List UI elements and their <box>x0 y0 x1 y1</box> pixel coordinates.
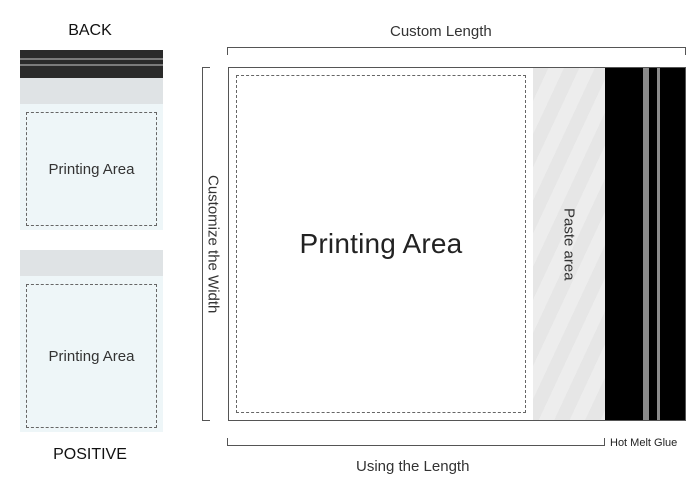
main-printing-area: Printing Area <box>236 75 526 413</box>
glue-stripe <box>657 68 660 420</box>
width-tick-top <box>202 67 210 68</box>
custom-length-tick-right <box>685 47 686 55</box>
hot-melt-glue-strip <box>605 68 685 420</box>
positive-top-band <box>20 250 163 276</box>
custom-length-bracket <box>227 47 686 48</box>
hot-melt-glue-label: Hot Melt Glue <box>610 437 678 449</box>
paste-area-label-wrap: Paste area <box>533 68 605 420</box>
back-printing-area-label: Printing Area <box>48 160 135 178</box>
paste-area <box>533 68 605 420</box>
width-bracket <box>202 67 203 421</box>
using-length-tick-left <box>227 438 228 446</box>
back-flap-band <box>20 78 163 104</box>
back-label: BACK <box>68 22 112 39</box>
custom-length-label: Custom Length <box>390 23 492 40</box>
customize-width-label: Customize the Width <box>204 174 222 314</box>
using-length-tick-right <box>604 438 605 446</box>
paste-area-label: Paste area <box>560 207 578 281</box>
using-length-bracket <box>227 445 605 446</box>
positive-printing-area: Printing Area <box>26 284 157 428</box>
positive-bag-diagram: Printing Area <box>20 250 163 432</box>
main-printing-area-label: Printing Area <box>299 228 463 259</box>
back-printing-area: Printing Area <box>26 112 157 226</box>
width-tick-bottom <box>202 420 210 421</box>
positive-printing-area-label: Printing Area <box>48 347 135 365</box>
width-label-wrap: Customize the Width <box>200 67 226 421</box>
custom-length-tick-left <box>227 47 228 55</box>
back-bag-diagram: Printing Area <box>20 50 163 230</box>
positive-label: POSITIVE <box>53 446 127 463</box>
back-seal-band <box>20 50 163 78</box>
glue-stripe <box>643 68 649 420</box>
using-length-label: Using the Length <box>356 458 470 475</box>
